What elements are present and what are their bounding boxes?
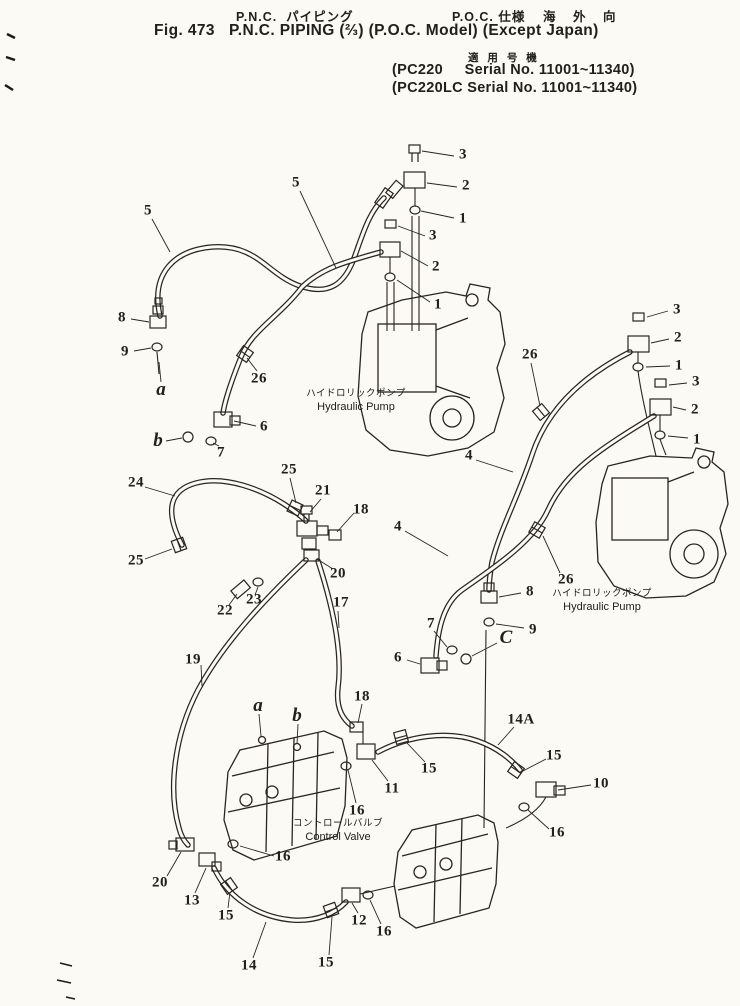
- part-number-3: 3: [673, 301, 681, 318]
- part-number-9: 9: [529, 621, 537, 638]
- part-number-18: 18: [353, 501, 369, 518]
- part-number-21: 21: [315, 482, 331, 499]
- part-number-6: 6: [260, 418, 268, 435]
- part-number-15: 15: [421, 760, 437, 777]
- part-number-26: 26: [522, 346, 538, 363]
- part-number-1: 1: [459, 210, 467, 227]
- ref-letter-b: b: [292, 705, 302, 726]
- part-number-24: 24: [128, 474, 144, 491]
- component-label-jp: コントロールバルブ: [292, 818, 384, 829]
- part-number-8: 8: [118, 309, 126, 326]
- part-number-15: 15: [318, 954, 334, 971]
- header-jp-piping: P.N.C. パイピング: [236, 10, 354, 24]
- component-label: ハイドロリックポンプ Hydraulic Pump: [552, 588, 652, 615]
- component-label: コントロールバルブ Control Valve: [293, 818, 383, 845]
- part-number-4: 4: [394, 518, 402, 535]
- part-number-25: 25: [128, 552, 144, 569]
- component-label-en: Control Valve: [305, 831, 371, 844]
- part-number-5: 5: [144, 202, 152, 219]
- serial-range-pc220lc: (PC220LC Serial No. 11001~11340): [392, 80, 638, 96]
- part-number-19: 19: [185, 651, 201, 668]
- part-number-15: 15: [218, 907, 234, 924]
- part-number-3: 3: [692, 373, 700, 390]
- part-number-18: 18: [354, 688, 370, 705]
- scan-artifacts: [4, 32, 76, 1000]
- part-number-14A: 14A: [507, 711, 535, 728]
- part-number-4: 4: [465, 447, 473, 464]
- part-number-11: 11: [384, 780, 400, 797]
- component-label-en: Hydraulic Pump: [563, 601, 641, 614]
- part-number-13: 13: [184, 892, 200, 909]
- ref-letter-C: C: [499, 627, 513, 648]
- part-number-5: 5: [292, 174, 300, 191]
- part-number-3: 3: [459, 146, 467, 163]
- header-jp-spec: P.O.C. 仕様: [452, 10, 526, 24]
- component-label: ハイドロリックポンプ Hydraulic Pump: [306, 388, 406, 415]
- component-label-jp: ハイドロリックポンプ: [306, 388, 406, 399]
- hydraulic-pump-2-drawing: [595, 447, 729, 599]
- part-number-2: 2: [674, 329, 682, 346]
- part-number-10: 10: [593, 775, 609, 792]
- header-jp-overseas: 海 外 向: [543, 10, 623, 24]
- part-number-14: 14: [241, 957, 257, 974]
- figure-title: Fig. 473 P.N.C. PIPING (⅔) (P.O.C. Model…: [154, 22, 599, 39]
- part-number-16: 16: [549, 824, 565, 841]
- part-number-6: 6: [394, 649, 402, 666]
- part-number-1: 1: [693, 431, 701, 448]
- serial-range-pc220: (PC220 Serial No. 11001~11340): [392, 62, 635, 78]
- part-number-22: 22: [217, 602, 233, 619]
- fittings: [149, 144, 672, 919]
- part-number-16: 16: [376, 923, 392, 940]
- part-number-26: 26: [558, 571, 574, 588]
- component-label-en: Hydraulic Pump: [317, 401, 395, 414]
- hydraulic-pump-1-drawing: [357, 283, 506, 457]
- part-number-15: 15: [546, 747, 562, 764]
- part-number-16: 16: [275, 848, 291, 865]
- part-number-2: 2: [691, 401, 699, 418]
- ref-letter-b: b: [153, 430, 163, 451]
- header-jp-applicable-machines: 適 用 号 機: [468, 52, 540, 64]
- part-number-2: 2: [432, 258, 440, 275]
- part-number-20: 20: [330, 565, 346, 582]
- part-number-16: 16: [349, 802, 365, 819]
- ref-letter-a: a: [253, 695, 263, 716]
- part-number-1: 1: [675, 357, 683, 374]
- part-number-2: 2: [462, 177, 470, 194]
- part-number-1: 1: [434, 296, 442, 313]
- part-number-17: 17: [333, 594, 349, 611]
- ref-letter-a: a: [156, 379, 166, 400]
- hoses: [155, 195, 657, 924]
- leader-lines: [130, 150, 689, 959]
- control-valve-1-drawing: [223, 730, 348, 861]
- part-number-12: 12: [351, 912, 367, 929]
- control-valve-2-drawing: [393, 814, 499, 929]
- part-number-7: 7: [427, 615, 435, 632]
- part-number-9: 9: [121, 343, 129, 360]
- part-number-25: 25: [281, 461, 297, 478]
- part-number-8: 8: [526, 583, 534, 600]
- part-number-7: 7: [217, 444, 225, 461]
- part-number-20: 20: [152, 874, 168, 891]
- part-number-23: 23: [246, 591, 262, 608]
- part-number-3: 3: [429, 227, 437, 244]
- pipe-lines: [156, 188, 667, 895]
- part-number-26: 26: [251, 370, 267, 387]
- component-label-jp: ハイドロリックポンプ: [552, 588, 652, 599]
